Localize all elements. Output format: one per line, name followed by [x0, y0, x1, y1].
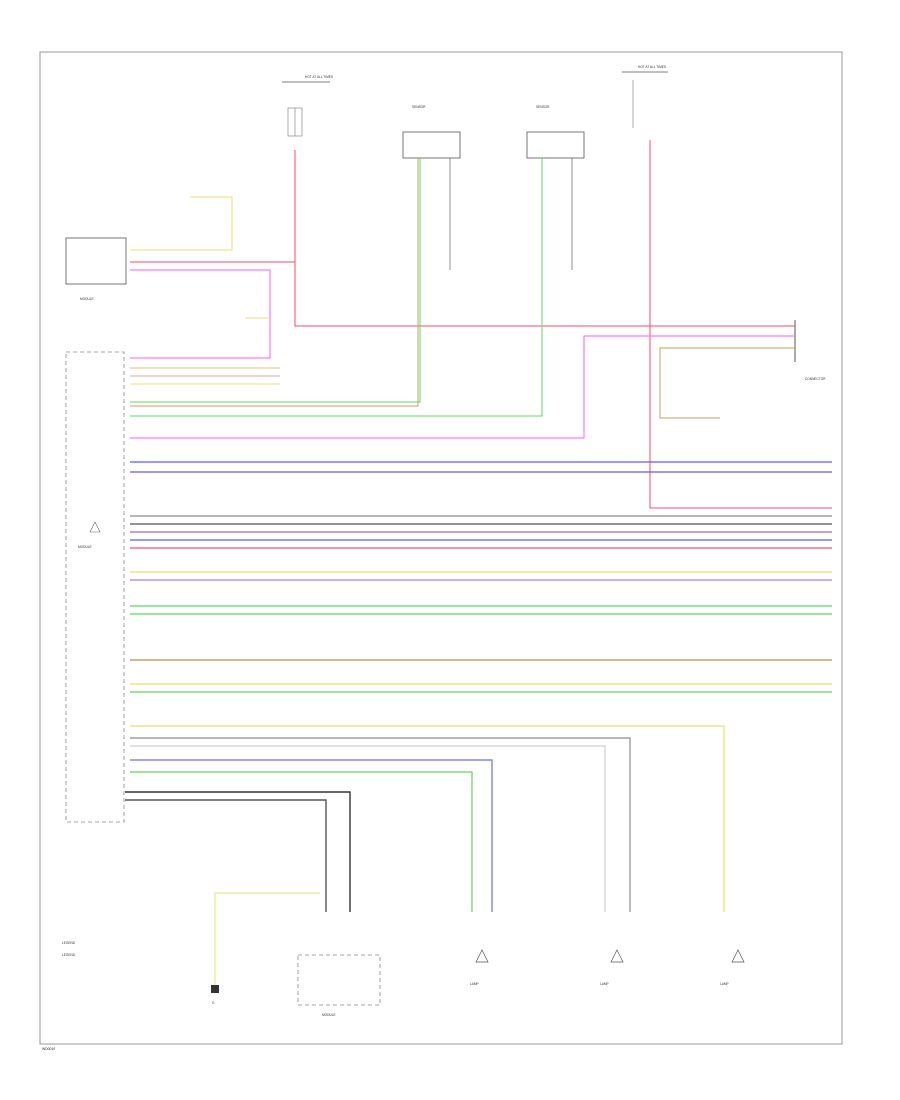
diagram-frame [39, 51, 843, 1045]
lamp-1: LAMP [470, 949, 489, 986]
lamp-2: LAMP [600, 949, 624, 986]
left-module: MODULE [65, 237, 127, 301]
fuse-panel-right-label: HOT AT ALL TIMES [638, 65, 666, 69]
wire-lower-black-2 [125, 799, 327, 912]
wire-lower-green [130, 771, 473, 912]
wire-tan [659, 347, 795, 419]
sensor-1-label: SENSOR [412, 105, 426, 109]
central-module: MODULE [65, 351, 125, 823]
bottom-module: MODULE [297, 954, 381, 1017]
right-connector-label: CONNECTOR [805, 377, 826, 381]
wire-lower-blue [130, 759, 493, 912]
wire-lower-black-1 [125, 791, 351, 912]
ground-point: G [211, 985, 219, 1005]
lamp-2-label: LAMP [600, 982, 609, 986]
right-connector: CONNECTOR [794, 320, 826, 381]
wire-green-1 [130, 158, 421, 403]
fuse-panel-right: HOT AT ALL TIMES [622, 65, 668, 128]
sensor-2: SENSOR [526, 105, 585, 159]
wire-right-red-feed [649, 140, 832, 509]
wire-green-2 [130, 158, 543, 417]
legend: LEGEND LEGEND [62, 941, 76, 957]
legend-item-1: LEGEND [62, 941, 76, 945]
wire-tan-1 [130, 158, 419, 407]
bottom-module-label: MODULE [322, 1013, 336, 1017]
wire-lower-gray [130, 737, 631, 912]
legend-item-2: LEGEND [62, 953, 76, 957]
wire-pink-left-module [130, 269, 271, 359]
wire-lower-yellow [130, 725, 725, 912]
wire-yellow-left-module [130, 196, 233, 251]
sensor-1: SENSOR [402, 105, 461, 159]
wire-ground [214, 892, 320, 985]
fuse-panel-left-label: HOT AT ALL TIMES [305, 75, 333, 79]
fuse-panel-left: HOT AT ALL TIMES [282, 75, 333, 137]
wire-lower-white [130, 745, 606, 912]
lamp-3-label: LAMP [720, 982, 729, 986]
wire-pink [130, 335, 795, 439]
lamp-1-label: LAMP [470, 982, 479, 986]
wire-left-red-feed [294, 150, 795, 327]
left-module-label: MODULE [80, 297, 94, 301]
central-module-label: MODULE [78, 545, 92, 549]
ground-label: G [212, 1001, 215, 1005]
footer-code: WD0010 [42, 1047, 55, 1051]
lamp-3: LAMP [720, 949, 745, 986]
sensor-2-label: SENSOR [536, 105, 550, 109]
